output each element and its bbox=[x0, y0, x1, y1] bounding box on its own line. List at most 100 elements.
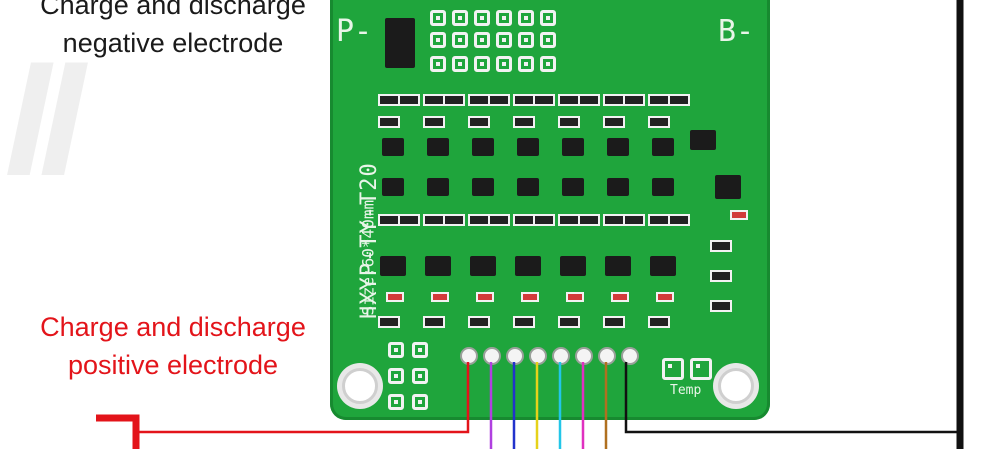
resistor bbox=[423, 316, 445, 328]
balance-ic bbox=[425, 256, 451, 276]
resistor bbox=[398, 94, 420, 106]
positive-wire-lead bbox=[136, 362, 470, 434]
mosfet bbox=[427, 138, 449, 156]
top-pad bbox=[430, 56, 446, 72]
resistor bbox=[710, 270, 732, 282]
mosfet bbox=[472, 138, 494, 156]
resistor bbox=[623, 94, 645, 106]
top-pad bbox=[474, 32, 490, 48]
resistor bbox=[710, 300, 732, 312]
resistor bbox=[443, 214, 465, 226]
resistor bbox=[513, 316, 535, 328]
resistor bbox=[398, 214, 420, 226]
top-pad bbox=[452, 10, 468, 26]
top-pad bbox=[496, 56, 512, 72]
protection-ic bbox=[690, 130, 716, 150]
top-pad bbox=[430, 32, 446, 48]
mosfet bbox=[607, 138, 629, 156]
resistor bbox=[488, 94, 510, 106]
mosfet bbox=[382, 138, 404, 156]
resistor bbox=[623, 214, 645, 226]
resistor bbox=[423, 116, 445, 128]
resistor bbox=[468, 316, 490, 328]
balance-led bbox=[566, 292, 584, 302]
protection-ic bbox=[715, 175, 741, 199]
resistor bbox=[443, 94, 465, 106]
positive-caption-line1: Charge and discharge bbox=[40, 312, 306, 342]
positive-wire bbox=[96, 414, 140, 449]
top-pad bbox=[540, 10, 556, 26]
resistor bbox=[603, 316, 625, 328]
mounting-hole-left bbox=[342, 368, 378, 404]
top-pad bbox=[452, 56, 468, 72]
left-pad bbox=[388, 342, 404, 358]
top-pad bbox=[474, 10, 490, 26]
b-minus-label: B- bbox=[718, 14, 755, 49]
top-pad bbox=[474, 56, 490, 72]
top-pad bbox=[518, 56, 534, 72]
balance-ic bbox=[650, 256, 676, 276]
mounting-hole-right bbox=[718, 368, 754, 404]
negative-wire bbox=[624, 362, 960, 434]
mosfet bbox=[382, 178, 404, 196]
resistor bbox=[378, 116, 400, 128]
left-pad bbox=[412, 368, 428, 384]
balance-led bbox=[656, 292, 674, 302]
resistor bbox=[578, 214, 600, 226]
balance-ic bbox=[560, 256, 586, 276]
resistor bbox=[648, 316, 670, 328]
resistor bbox=[378, 316, 400, 328]
top-pad bbox=[452, 32, 468, 48]
balance-led bbox=[611, 292, 629, 302]
top-pad bbox=[540, 32, 556, 48]
mosfet bbox=[652, 178, 674, 196]
top-pad bbox=[496, 32, 512, 48]
balance-led bbox=[521, 292, 539, 302]
mosfet bbox=[517, 138, 539, 156]
negative-caption-line1: Charge and discharge bbox=[40, 0, 306, 20]
bms-pcb-board: P- B- HXYP-TY-T20 Size:60*40mm Temp bbox=[330, 0, 770, 420]
mosfet bbox=[427, 178, 449, 196]
temp-pad bbox=[662, 358, 684, 380]
negative-electrode-caption: Charge and discharge negative electrode bbox=[8, 0, 338, 62]
top-chip bbox=[385, 18, 415, 68]
positive-electrode-caption: Charge and discharge positive electrode bbox=[8, 308, 338, 384]
resistor bbox=[668, 94, 690, 106]
top-pad bbox=[496, 10, 512, 26]
resistor bbox=[488, 214, 510, 226]
p-minus-label: P- bbox=[336, 14, 373, 49]
balance-led bbox=[476, 292, 494, 302]
left-pad bbox=[388, 368, 404, 384]
resistor bbox=[578, 94, 600, 106]
temp-label: Temp bbox=[670, 383, 702, 398]
resistor bbox=[558, 116, 580, 128]
resistor bbox=[603, 116, 625, 128]
mosfet bbox=[607, 178, 629, 196]
left-pad bbox=[412, 342, 428, 358]
mosfet bbox=[562, 138, 584, 156]
left-pad bbox=[388, 394, 404, 410]
balance-pin bbox=[621, 347, 639, 365]
mosfet bbox=[562, 178, 584, 196]
resistor bbox=[513, 116, 535, 128]
resistor bbox=[533, 214, 555, 226]
resistor bbox=[710, 240, 732, 252]
mosfet bbox=[517, 178, 539, 196]
resistor bbox=[558, 316, 580, 328]
positive-caption-line2: positive electrode bbox=[67, 350, 279, 380]
balance-ic bbox=[605, 256, 631, 276]
top-pad bbox=[518, 32, 534, 48]
mosfet bbox=[652, 138, 674, 156]
negative-caption-line2: negative electrode bbox=[62, 28, 284, 58]
left-pad bbox=[412, 394, 428, 410]
balance-ic bbox=[470, 256, 496, 276]
top-pad bbox=[518, 10, 534, 26]
temp-pad bbox=[690, 358, 712, 380]
balance-led bbox=[431, 292, 449, 302]
resistor bbox=[533, 94, 555, 106]
balance-ic bbox=[515, 256, 541, 276]
balance-led bbox=[386, 292, 404, 302]
top-pad bbox=[430, 10, 446, 26]
balance-ic bbox=[380, 256, 406, 276]
